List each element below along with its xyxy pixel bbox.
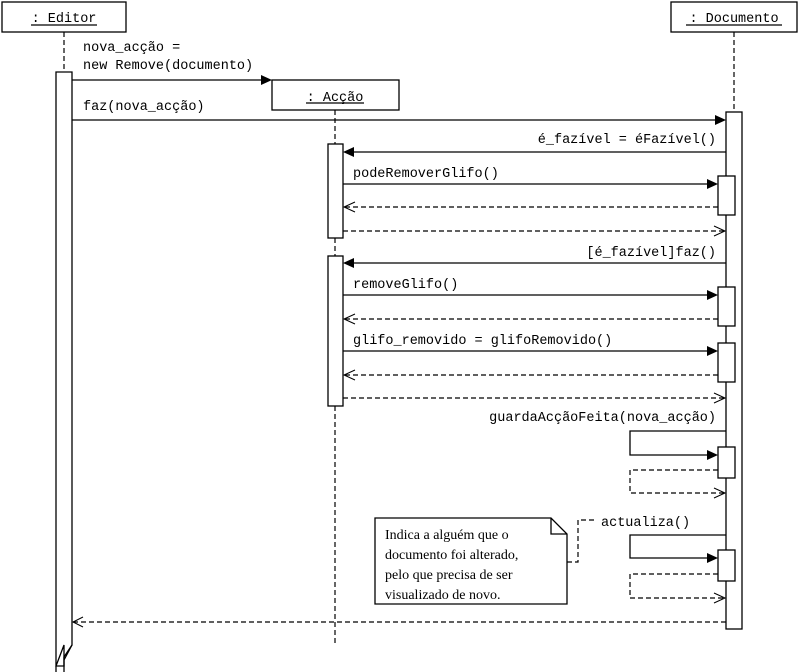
open-arrowhead-icon [342, 369, 356, 381]
lifeline-documento: : Documento [670, 1, 798, 630]
return-actualiza [629, 573, 725, 599]
documento-activation-guardaAccaoFeita [717, 446, 736, 479]
filled-arrowhead-icon [343, 258, 354, 268]
note-box [374, 517, 568, 605]
note-actualiza[interactable]: Indica a alguém que o documento foi alte… [374, 517, 597, 605]
message-efazivel-label: é_fazível = éFazível() [538, 133, 716, 148]
open-arrowhead-icon [713, 392, 727, 404]
message-efazivel[interactable]: é_fazível = éFazível() [343, 133, 726, 157]
filled-arrowhead-icon [343, 147, 354, 157]
message-guarded-faz[interactable]: [é_fazível]faz() [343, 246, 726, 268]
lifeline-editor: : Editor [1, 1, 127, 672]
editor-object-box[interactable] [1, 1, 127, 33]
message-glifoRemovido-label: glifo_removido = glifoRemovido() [353, 334, 612, 349]
editor-activation-bar [55, 71, 73, 667]
message-podeRemoverGlifo[interactable]: podeRemoverGlifo() [342, 167, 727, 237]
message-actualiza[interactable]: actualiza() [601, 516, 727, 604]
filled-arrowhead-icon [707, 553, 718, 563]
open-arrowhead-icon [713, 487, 727, 499]
lifeline-accao: : Acção [271, 79, 400, 645]
editor-activation-break [55, 644, 73, 672]
message-removeGlifo[interactable]: removeGlifo() [342, 278, 718, 325]
filled-arrowhead-icon [707, 290, 718, 300]
open-arrowhead-icon [342, 201, 356, 213]
message-actualiza-label: actualiza() [601, 516, 690, 531]
message-faz-label: faz(nova_acção) [83, 100, 205, 115]
filled-arrowhead-icon [261, 75, 272, 85]
message-podeRemoverGlifo-label: podeRemoverGlifo() [353, 167, 499, 182]
note-text-line-2: documento foi alterado, [385, 548, 518, 563]
documento-activation-actualiza [717, 549, 736, 582]
return-guardaAccaoFeita [629, 469, 725, 494]
filled-arrowhead-icon [707, 450, 718, 460]
accao-object-label: : Acção [307, 91, 364, 106]
open-arrowhead-icon [713, 592, 727, 604]
accao-activation-1 [327, 143, 344, 239]
filled-arrowhead-icon [707, 346, 718, 356]
documento-activation-glifoRemovido [717, 342, 736, 383]
editor-object-label: : Editor [32, 12, 97, 27]
message-guardaAccaoFeita-line [629, 430, 726, 456]
note-text-line-1: Indica a alguém que o [385, 528, 509, 543]
message-guarded-faz-label: [é_fazível]faz() [586, 246, 716, 261]
note-folded-corner-icon [550, 518, 567, 535]
message-removeGlifo-label: removeGlifo() [353, 278, 458, 293]
filled-arrowhead-icon [707, 179, 718, 189]
documento-object-box[interactable] [670, 1, 798, 33]
message-faz[interactable]: faz(nova_acção) [72, 100, 726, 125]
message-create-accao[interactable]: nova_acção = new Remove(documento) [72, 41, 272, 85]
documento-object-label: : Documento [689, 12, 778, 27]
note-anchor-line [567, 519, 597, 563]
open-arrowhead-icon [713, 225, 727, 237]
open-arrowhead-icon [342, 313, 356, 325]
message-glifoRemovido[interactable]: glifo_removido = glifoRemovido() [342, 334, 727, 404]
accao-activation-2 [327, 255, 344, 407]
filled-arrowhead-icon [715, 115, 726, 125]
message-guardaAccaoFeita-label: guardaAcçãoFeita(nova_acção) [489, 411, 716, 426]
open-arrowhead-icon [71, 616, 84, 628]
message-create-label-2: new Remove(documento) [83, 59, 253, 74]
documento-activation-removeGlifo [717, 286, 736, 327]
message-actualiza-line [629, 534, 726, 559]
return-faz-to-editor[interactable] [71, 616, 726, 628]
note-text-line-4: visualizado de novo. [385, 588, 500, 603]
message-create-label-1: nova_acção = [83, 41, 180, 56]
message-guardaAccaoFeita[interactable]: guardaAcçãoFeita(nova_acção) [489, 411, 727, 499]
note-text-line-3: pelo que precisa de ser [385, 568, 513, 583]
documento-activation-podeRemoverGlifo [717, 175, 736, 216]
